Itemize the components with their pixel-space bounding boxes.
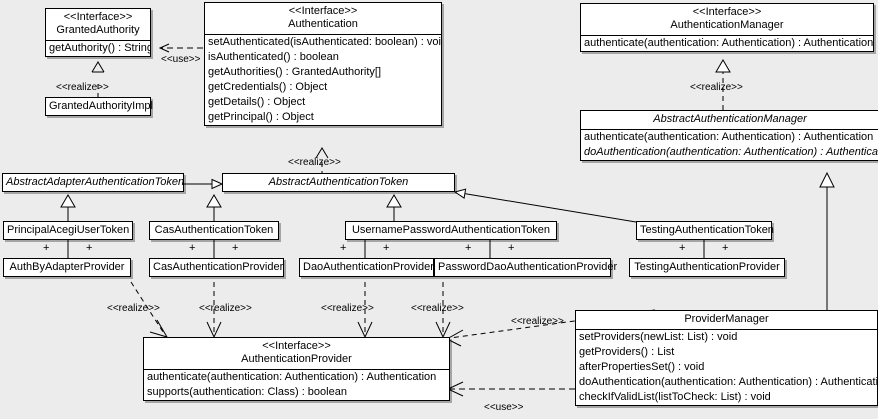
class-box-testingauthenticationprovider[interactable]: TestingAuthenticationProvider: [629, 258, 785, 277]
relation-label-use-providermanager-authenticationprovider: <<use>>: [484, 402, 524, 413]
class-box-authenticationmanager[interactable]: <<Interface>> AuthenticationManager auth…: [580, 3, 874, 52]
class-box-casauthenticationtoken[interactable]: CasAuthenticationToken: [149, 221, 279, 240]
operation: authenticate(authentication: Authenticat…: [584, 37, 873, 49]
class-box-abstractauthenticationmanager[interactable]: AbstractAuthenticationManager authentica…: [580, 110, 878, 161]
operation: authenticate(authentication: Authenticat…: [584, 131, 874, 143]
class-name: DaoAuthenticationProvider: [303, 261, 434, 273]
relation-label-realize-providermanager: <<realize>>: [511, 316, 564, 327]
relation-label-realize-passworddaoauthenticationprovider: <<realize>>: [411, 303, 464, 314]
class-name: AuthByAdapterProvider: [9, 261, 125, 273]
relation-label-realize-daoauthenticationprovider: <<realize>>: [321, 303, 374, 314]
operation: getDetails() : Object: [208, 96, 306, 108]
association-adornment-plus: +: [340, 242, 347, 254]
class-header-abstractauthenticationmanager: AbstractAuthenticationManager: [581, 111, 878, 129]
class-box-providermanager[interactable]: ProviderManager setProviders(newList: Li…: [575, 310, 878, 406]
class-name: GrantedAuthority: [56, 24, 140, 36]
operation: authenticate(authentication: Authenticat…: [147, 371, 437, 383]
class-name: TestingAuthenticationProvider: [634, 261, 780, 273]
class-name: AbstractAdapterAuthenticationToken: [6, 176, 185, 188]
class-name: AuthenticationProvider: [241, 353, 352, 365]
class-name: CasAuthenticationToken: [154, 224, 274, 236]
operation: doAuthentication(authentication: Authent…: [579, 376, 877, 388]
operation: getAuthority() : String: [49, 42, 150, 54]
class-stereotype: <<Interface>>: [692, 6, 762, 18]
class-name: UsernamePasswordAuthenticationToken: [351, 224, 551, 236]
class-operations-authenticationmanager: authenticate(authentication: Authenticat…: [581, 35, 873, 51]
association-adornment-plus: +: [383, 242, 390, 254]
class-name: ProviderManager: [684, 313, 769, 325]
class-name: AbstractAuthenticationToken: [268, 176, 409, 188]
class-operations-authenticationprovider: authenticate(authentication: Authenticat…: [144, 369, 449, 400]
class-box-authentication[interactable]: <<Interface>> Authentication setAuthenti…: [204, 2, 442, 126]
relation-label-realize-casauthenticationprovider: <<realize>>: [199, 303, 252, 314]
class-header-authenticationprovider: <<Interface>> AuthenticationProvider: [144, 338, 449, 369]
class-stereotype: <<Interface>>: [262, 340, 331, 352]
relation-label-use-authentication-grantedauthority: <<use>>: [161, 54, 201, 65]
association-adornment-plus: +: [465, 242, 472, 254]
class-box-daoauthenticationprovider[interactable]: DaoAuthenticationProvider: [299, 258, 434, 277]
class-header-authentication: <<Interface>> Authentication: [205, 3, 441, 34]
class-operations-authentication: setAuthenticated(isAuthenticated: boolea…: [205, 34, 441, 125]
class-name: PrincipalAcegiUserToken: [7, 224, 130, 236]
class-header-grantedauthority: <<Interface>> GrantedAuthority: [46, 9, 150, 40]
class-box-casauthenticationprovider[interactable]: CasAuthenticationProvider: [149, 258, 284, 277]
association-adornment-plus: +: [722, 242, 729, 254]
class-name: CasAuthenticationProvider: [153, 261, 284, 273]
class-operations-abstractauthenticationmanager: authenticate(authentication: Authenticat…: [581, 129, 878, 160]
class-name: AbstractAuthenticationManager: [653, 113, 807, 125]
operation: doAuthentication(authentication: Authent…: [584, 146, 878, 158]
class-box-usernamepasswordauthenticationtoken[interactable]: UsernamePasswordAuthenticationToken: [345, 221, 557, 240]
operation: setProviders(newList: List) : void: [579, 331, 738, 343]
class-header-providermanager: ProviderManager: [576, 311, 877, 329]
association-adornment-plus: +: [508, 242, 515, 254]
class-name: GrantedAuthorityImpl: [49, 100, 153, 112]
class-box-principalacegiusertoken[interactable]: PrincipalAcegiUserToken: [3, 221, 133, 240]
operation: setAuthenticated(isAuthenticated: boolea…: [208, 36, 441, 48]
class-operations-providermanager: setProviders(newList: List) : void getPr…: [576, 329, 877, 405]
class-stereotype: <<Interface>>: [288, 5, 358, 17]
class-box-grantedauthorityimpl[interactable]: GrantedAuthorityImpl: [45, 97, 153, 116]
class-stereotype: <<Interface>>: [63, 11, 133, 23]
operation: getPrincipal() : Object: [208, 111, 314, 123]
class-operations-grantedauthority: getAuthority() : String: [46, 40, 150, 56]
class-name: AuthenticationManager: [670, 19, 784, 31]
class-name: Authentication: [288, 18, 358, 30]
class-box-passworddaoauthenticationprovider[interactable]: PasswordDaoAuthenticationProvider: [434, 258, 618, 277]
relation-label-realize-grantedauthorityimpl: <<realize>>: [56, 82, 109, 93]
class-box-authenticationprovider[interactable]: <<Interface>> AuthenticationProvider aut…: [143, 337, 450, 401]
class-box-grantedauthority[interactable]: <<Interface>> GrantedAuthority getAuthor…: [45, 8, 151, 57]
relation-label-realize-abstract-authentication-manager: <<realize>>: [690, 82, 743, 93]
association-adornment-plus: +: [189, 242, 196, 254]
operation: afterPropertiesSet() : void: [579, 361, 705, 373]
class-box-abstractadapterauthenticationtoken[interactable]: AbstractAdapterAuthenticationToken: [2, 173, 184, 192]
class-name: TestingAuthenticationToken: [640, 224, 774, 236]
operation: getAuthorities() : GrantedAuthority[]: [208, 66, 382, 78]
class-box-testingauthenticationtoken[interactable]: TestingAuthenticationToken: [636, 221, 774, 240]
association-adornment-plus: +: [679, 242, 686, 254]
relation-label-realize-abstract-authentication-token: <<realize>>: [288, 157, 341, 168]
class-name: PasswordDaoAuthenticationProvider: [438, 261, 618, 273]
operation: checkIfValidList(listToCheck: List) : vo…: [579, 391, 771, 403]
operation: getCredentials() : Object: [208, 81, 328, 93]
relation-label-realize-authbyadapterprovider: <<realize>>: [107, 303, 160, 314]
class-header-authenticationmanager: <<Interface>> AuthenticationManager: [581, 4, 873, 35]
operation: isAuthenticated() : boolean: [208, 51, 339, 63]
operation: supports(authentication: Class) : boolea…: [147, 386, 347, 398]
operation: getProviders() : List: [579, 346, 675, 358]
class-box-abstractauthenticationtoken[interactable]: AbstractAuthenticationToken: [222, 173, 455, 192]
class-box-authbyadapterprovider[interactable]: AuthByAdapterProvider: [3, 258, 131, 277]
association-adornment-plus: +: [86, 242, 93, 254]
association-adornment-plus: +: [232, 242, 239, 254]
association-adornment-plus: +: [43, 242, 50, 254]
